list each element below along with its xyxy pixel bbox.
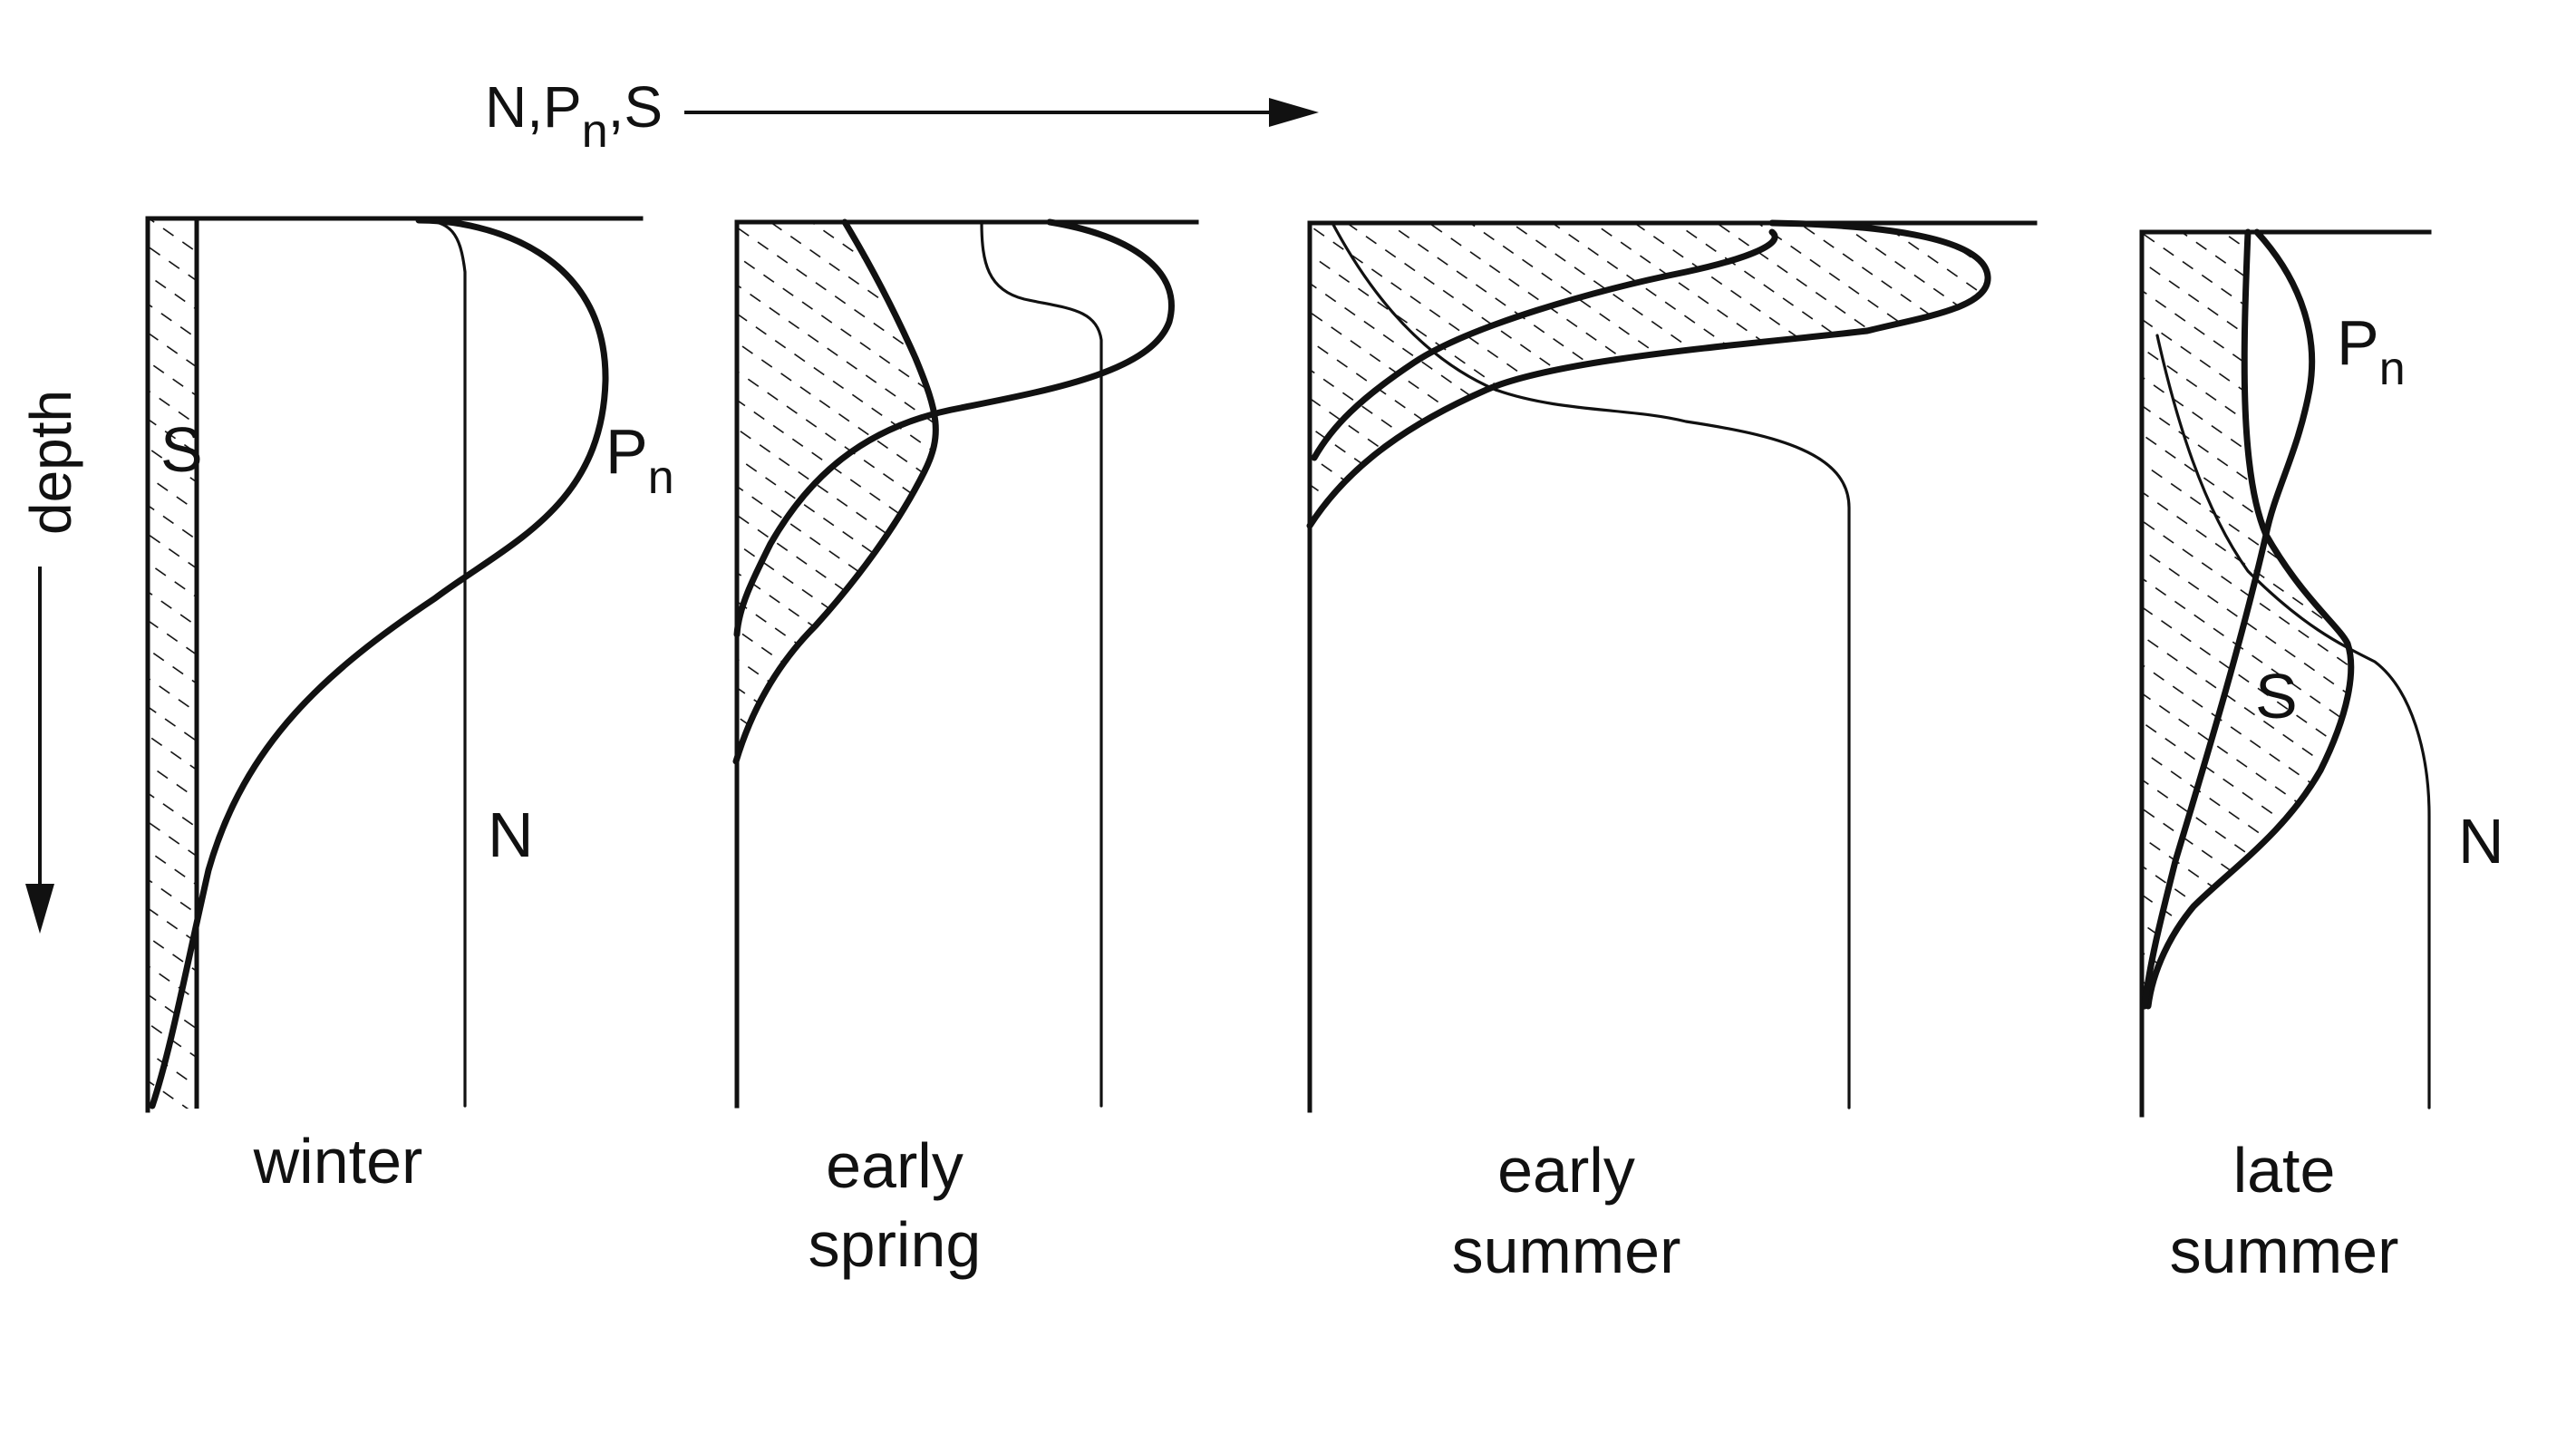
silicate-curve-late-summer bbox=[2145, 228, 2355, 1010]
caption-late-summer-line1: late bbox=[2233, 1135, 2336, 1206]
phosphate-curve-early-spring bbox=[733, 218, 1175, 638]
nitrate-curve-winter bbox=[417, 218, 467, 1108]
caption-early-summer-line2: summer bbox=[1452, 1216, 1681, 1286]
panel-early-spring: early spring bbox=[732, 218, 1199, 1280]
caption-early-spring-line2: spring bbox=[809, 1209, 982, 1280]
caption-early-spring-line1: early bbox=[826, 1130, 964, 1201]
label-pn-winter: Pn bbox=[605, 416, 674, 504]
silicate-hatch-early-summer bbox=[1310, 223, 1989, 526]
nitrate-curve-early-summer bbox=[1331, 221, 1851, 1109]
panel-late-summer: Pn S N late summer bbox=[2139, 228, 2504, 1286]
depth-axis-label: depth bbox=[18, 390, 83, 535]
nitrate-curve-late-summer bbox=[2155, 334, 2431, 1109]
caption-winter: winter bbox=[253, 1126, 423, 1197]
label-pn-late-summer: Pn bbox=[2337, 307, 2406, 395]
depth-arrow-head bbox=[25, 884, 54, 934]
concentration-axis-label: N,Pn,S bbox=[485, 74, 663, 158]
depth-axis: depth bbox=[18, 390, 83, 934]
nitrate-curve-early-spring bbox=[980, 220, 1103, 1108]
silicate-curve-early-summer bbox=[1311, 228, 1778, 461]
caption-late-summer-line2: summer bbox=[2170, 1216, 2399, 1286]
silicate-hatch-early-spring bbox=[736, 222, 936, 761]
label-n-winter: N bbox=[488, 799, 534, 870]
concentration-arrow-head bbox=[1269, 98, 1319, 127]
label-n-late-summer: N bbox=[2458, 806, 2504, 877]
label-s-winter: S bbox=[160, 414, 203, 485]
concentration-axis: N,Pn,S bbox=[485, 74, 1319, 158]
silicate-curve-early-spring bbox=[732, 218, 939, 765]
silicate-hatch-winter bbox=[148, 218, 197, 1109]
phosphate-curve-late-summer bbox=[2141, 228, 2316, 1010]
panel-winter: S Pn N winter bbox=[145, 216, 674, 1197]
caption-early-summer-line1: early bbox=[1497, 1135, 1635, 1206]
phosphate-curve-winter bbox=[149, 217, 609, 1109]
panel-early-summer: early summer bbox=[1306, 219, 2038, 1286]
label-s-late-summer: S bbox=[2255, 661, 2298, 732]
phosphate-curve-early-summer bbox=[1306, 219, 1991, 529]
